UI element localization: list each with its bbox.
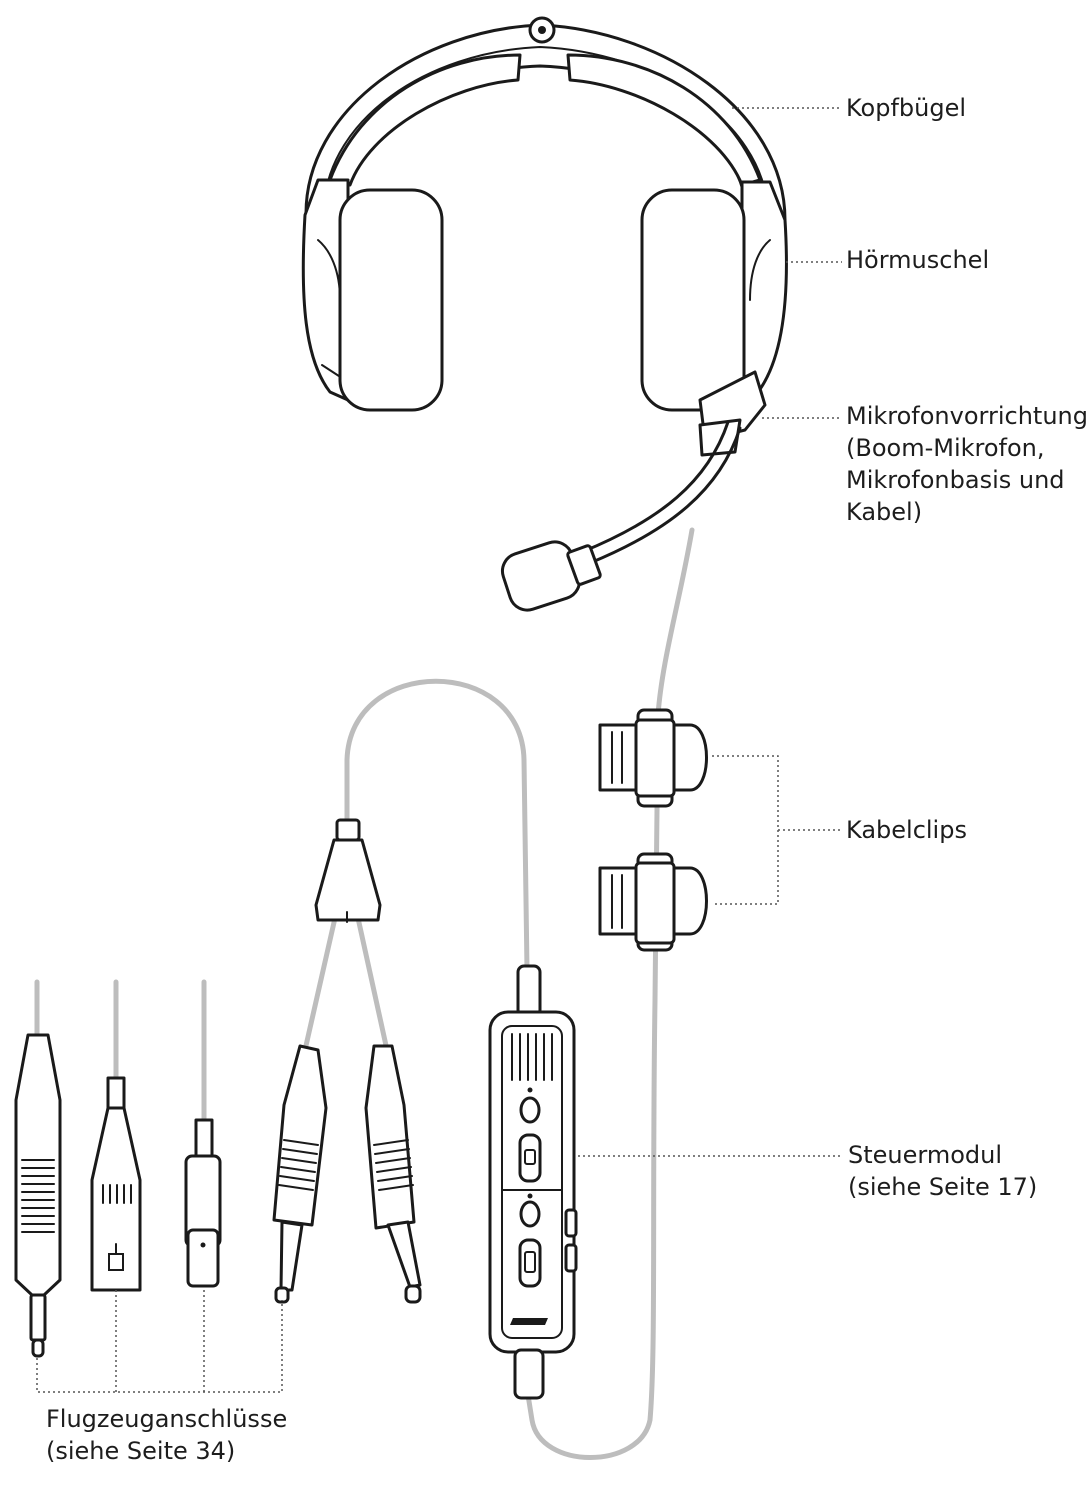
splitter-branch-right [355,915,390,1053]
y-splitter-icon [314,818,382,923]
leader-cable-clips [712,755,842,905]
plug-2 [90,1076,142,1292]
ear-cup-right [740,180,788,402]
control-button-1 [519,1096,541,1124]
ear-cup-right-detail [749,239,771,301]
control-module-icon [488,964,578,1400]
headset-icon [301,16,788,457]
cable-clip-icon [598,708,708,952]
cable-clip-lower [598,852,708,952]
plug-1 [14,1033,62,1358]
plug-5 [364,1044,422,1304]
mic-capsule-collar [566,544,602,586]
cable-clip-upper [598,708,708,808]
label-ear-cup: Hörmuschel [846,246,990,274]
control-button-2 [519,1200,541,1228]
boom-arm-inner [580,420,730,554]
ear-cushion-left [338,188,444,412]
mic-base-lower [698,418,742,457]
leader-lines [36,107,842,1393]
plug-3 [184,1118,222,1288]
ear-cushion-right [640,188,746,412]
plug-icon [14,1033,422,1358]
cables [34,527,695,1460]
label-control-line2: (siehe Seite 17) [848,1173,1038,1201]
label-mic-line2: (Boom-Mikrofon, [846,434,1045,462]
label-aircraft-line2: (siehe Seite 34) [46,1437,236,1465]
label-mic-line4: Kabel) [846,498,923,526]
label-mic-line1: Mikrofonvorrichtung [846,402,1088,430]
headband-pivot-dot [538,26,546,34]
mic-capsule [500,540,582,612]
label-control-line1: Steuermodul [848,1141,1003,1169]
brand-mark [510,1318,548,1325]
label-cable-clips: Kabelclips [846,816,967,844]
main-cable [525,527,695,1460]
label-aircraft-line1: Flugzeuganschlüsse [46,1405,288,1433]
label-mic-line3: Mikrofonbasis und [846,466,1065,494]
label-headband: Kopfbügel [846,94,967,122]
ear-cup-left [301,178,350,402]
volume-wheel [511,1033,553,1081]
headband-left-slider [328,53,522,187]
upper-loop-cable [344,678,530,973]
boom-arm [588,426,742,565]
headband-right-slider [566,53,762,187]
control-switch-2 [518,1238,542,1288]
boom-microphone-icon [500,420,742,612]
leader-aircraft [36,1290,283,1393]
control-switch-1 [518,1133,542,1183]
splitter-branch-left [302,915,338,1053]
plug-4 [272,1044,328,1304]
